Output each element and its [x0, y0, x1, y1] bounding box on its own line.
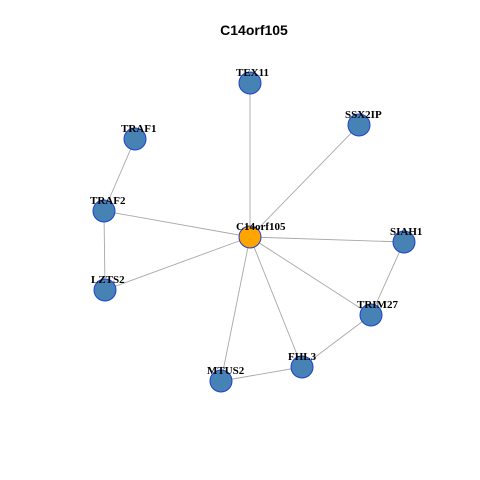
node-mtus2: MTUS2 [207, 365, 245, 393]
node-traf1: TRAF1 [121, 123, 156, 151]
node-circle-c14orf105 [238, 225, 262, 249]
node-circle-traf2 [92, 199, 116, 223]
edge-traf1-traf2 [103, 138, 136, 212]
edge-c14orf105-fhl3 [249, 236, 303, 368]
edge-siah1-trim27 [370, 241, 405, 316]
node-fhl3: FHL3 [288, 351, 317, 379]
edge-c14orf105-siah1 [249, 236, 405, 243]
node-label-mtus2: MTUS2 [207, 365, 245, 377]
edge-c14orf105-mtus2 [220, 236, 251, 382]
node-circle-trim27 [359, 303, 383, 327]
node-circle-fhl3 [290, 355, 314, 379]
node-siah1: SIAH1 [390, 226, 422, 254]
edges-layer [103, 83, 405, 382]
node-circle-tex11 [238, 71, 262, 95]
node-c14orf105: C14orf105 [236, 221, 286, 249]
node-label-lzts2: LZTS2 [91, 274, 125, 286]
node-circle-traf1 [123, 127, 147, 151]
edge-fhl3-mtus2 [220, 366, 303, 382]
edge-c14orf105-trim27 [249, 236, 372, 316]
node-circle-ssx2ip [347, 113, 371, 137]
node-label-traf2: TRAF2 [90, 195, 126, 207]
edge-c14orf105-lzts2 [104, 236, 251, 291]
node-ssx2ip: SSX2IP [345, 109, 382, 137]
edge-trim27-fhl3 [301, 314, 372, 368]
node-circle-mtus2 [209, 369, 233, 393]
node-label-tex11: TEX11 [236, 67, 269, 79]
edge-traf2-lzts2 [103, 210, 106, 291]
node-circle-lzts2 [93, 278, 117, 302]
graph-title: C14orf105 [220, 22, 288, 38]
node-tex11: TEX11 [236, 67, 269, 95]
node-lzts2: LZTS2 [91, 274, 125, 302]
node-label-ssx2ip: SSX2IP [345, 109, 382, 121]
node-traf2: TRAF2 [90, 195, 126, 223]
node-circle-siah1 [392, 230, 416, 254]
node-label-traf1: TRAF1 [121, 123, 156, 135]
node-label-fhl3: FHL3 [288, 351, 317, 363]
edge-c14orf105-ssx2ip [249, 124, 360, 238]
node-trim27: TRIM27 [357, 299, 398, 327]
node-label-trim27: TRIM27 [357, 299, 398, 311]
node-label-siah1: SIAH1 [390, 226, 422, 238]
node-label-c14orf105: C14orf105 [236, 221, 286, 233]
edge-c14orf105-traf2 [103, 210, 251, 238]
